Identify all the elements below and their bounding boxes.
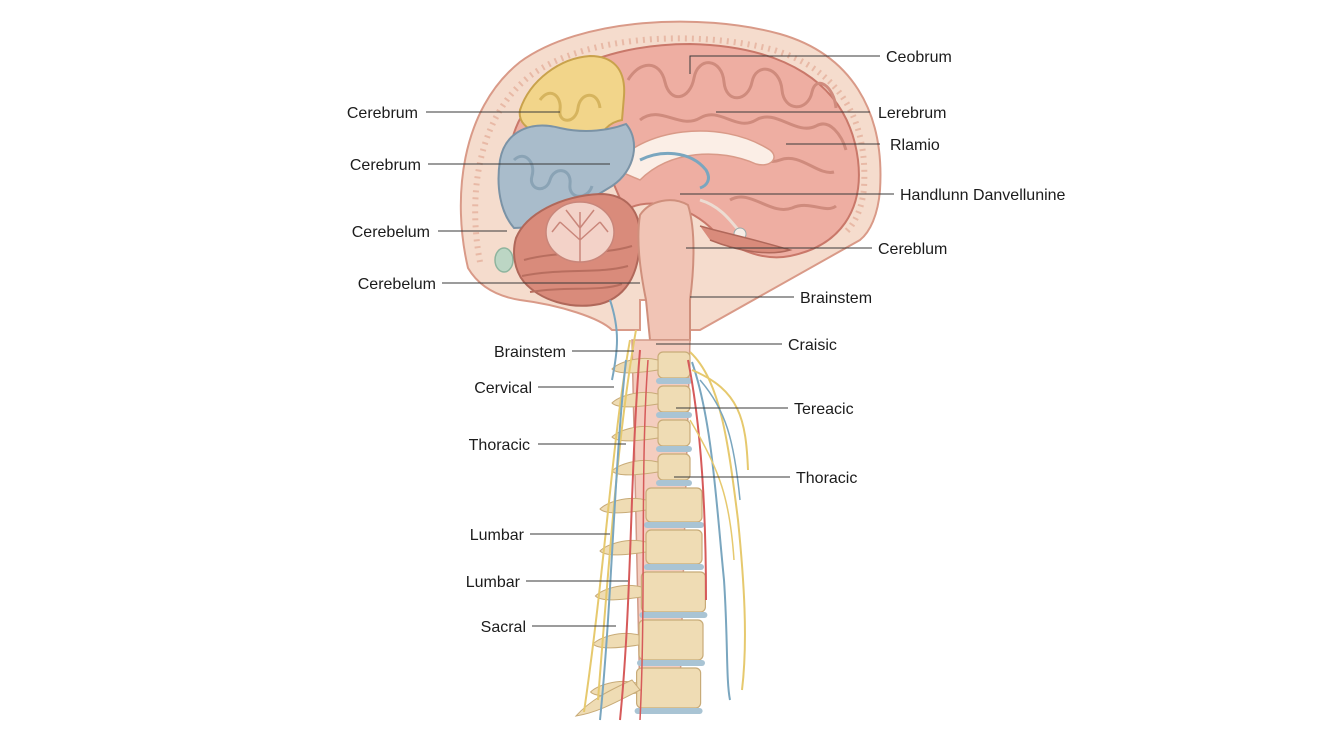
label-cerebelum-left-2: Cerebelum <box>358 276 436 293</box>
label-brainstem-right: Brainstem <box>800 290 872 307</box>
spinous-process <box>599 497 647 514</box>
cerebellum <box>513 192 642 307</box>
intervertebral-disc <box>634 708 703 714</box>
label-lumbar-1: Lumbar <box>470 527 525 544</box>
label-brainstem-left: Brainstem <box>494 344 566 361</box>
brainstem <box>637 198 793 341</box>
spinous-process <box>611 391 659 408</box>
vertebra <box>640 571 707 613</box>
nerve-icon <box>583 299 749 721</box>
label-handlunn: Handlunn Danvellunine <box>900 187 1066 204</box>
intervertebral-disc <box>644 522 704 528</box>
label-cerebrum-left-2: Cerebrum <box>350 157 421 174</box>
intervertebral-disc <box>656 378 692 384</box>
spinous-process <box>592 632 640 649</box>
blue-lobe <box>497 122 635 230</box>
label-rlamio: Rlamio <box>890 137 940 154</box>
label-lumbar-2: Lumbar <box>466 574 521 591</box>
label-thoracic-right: Thoracic <box>796 470 857 487</box>
vertebra <box>657 453 691 481</box>
spinous-process <box>594 584 642 601</box>
vertebra <box>635 667 702 709</box>
label-thoracic-left: Thoracic <box>469 437 530 454</box>
label-ceobrum: Ceobrum <box>886 49 952 66</box>
intervertebral-disc <box>656 412 692 418</box>
cerebellum-arbor-icon <box>545 201 615 263</box>
label-craisic: Craisic <box>788 337 837 354</box>
ear-node <box>494 247 514 273</box>
vertebra <box>657 419 691 447</box>
intervertebral-disc <box>656 446 692 452</box>
label-cereblum: Cereblum <box>878 241 947 258</box>
vertebra <box>638 619 704 661</box>
label-cervical: Cervical <box>474 380 532 397</box>
label-cerebelum-left-1: Cerebelum <box>352 224 430 241</box>
intervertebral-disc <box>644 564 704 570</box>
label-sacral: Sacral <box>481 619 526 636</box>
vertebra <box>645 487 703 523</box>
intervertebral-disc <box>639 612 708 618</box>
label-tereacic: Tereacic <box>794 401 854 418</box>
labels: Cerebrum Cerebrum Cerebelum Cerebelum Br… <box>347 49 1066 636</box>
vertebra <box>657 351 691 379</box>
spinous-process <box>599 539 647 556</box>
spinous-process <box>611 357 659 374</box>
intervertebral-disc <box>637 660 705 666</box>
leader-lines <box>426 55 894 627</box>
label-lerebrum: Lerebrum <box>878 105 946 122</box>
vertebra <box>645 529 703 565</box>
label-cerebrum-left-1: Cerebrum <box>347 105 418 122</box>
spinous-processes <box>574 357 659 717</box>
intervertebral-disc <box>656 480 692 486</box>
